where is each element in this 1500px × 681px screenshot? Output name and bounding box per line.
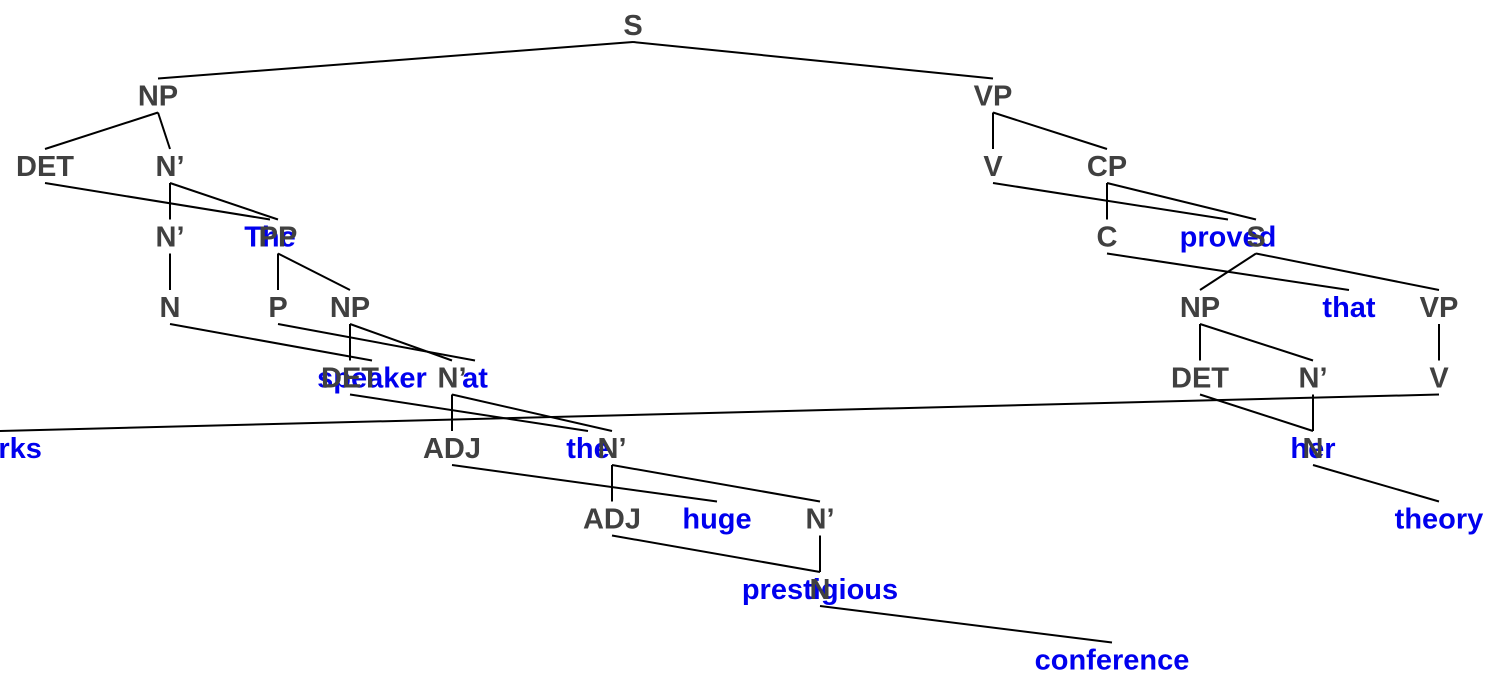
node-v: V <box>983 151 1003 183</box>
node-s: S <box>1246 222 1265 254</box>
word-her: her <box>1290 433 1335 465</box>
node-p: P <box>268 292 287 324</box>
node-s: S <box>623 10 642 42</box>
node-det: DET <box>16 151 74 183</box>
word-at: at <box>462 363 488 395</box>
tree-labels: SNPDETTheN’N’NspeakerPPPatNPDETtheN’ADJh… <box>0 10 1483 677</box>
node-n-bar: N’ <box>598 433 627 465</box>
node-n-bar: N’ <box>156 151 185 183</box>
tree-edge <box>1255 252 1440 291</box>
tree-edge <box>611 464 821 503</box>
word-the: The <box>244 222 296 254</box>
tree-edge <box>992 182 1229 221</box>
node-n-bar: N’ <box>806 504 835 536</box>
node-det: DET <box>1171 363 1229 395</box>
node-vp: VP <box>1420 292 1459 324</box>
node-pp: PP <box>259 222 298 254</box>
node-v: V <box>1429 363 1449 395</box>
node-adj: ADJ <box>583 504 641 536</box>
word-the: the <box>566 433 610 465</box>
word-that: that <box>1322 292 1376 324</box>
node-n: N <box>160 292 181 324</box>
node-n: N <box>810 574 831 606</box>
word-proved: proved <box>1180 222 1277 254</box>
tree-edge <box>157 41 634 80</box>
node-n-bar: N’ <box>156 222 185 254</box>
word-prestigious: prestigious <box>742 574 898 606</box>
node-c: C <box>1097 222 1118 254</box>
tree-edge <box>44 182 271 221</box>
tree-edge <box>349 323 453 362</box>
tree-edge <box>349 393 589 432</box>
node-n: N <box>1303 433 1324 465</box>
tree-edge <box>277 252 351 291</box>
node-np: NP <box>138 81 178 113</box>
word-conference: conference <box>1035 645 1190 677</box>
node-vp: VP <box>974 81 1013 113</box>
tree-edge <box>44 111 159 150</box>
tree-edges <box>0 41 1440 644</box>
tree-edge <box>157 112 171 150</box>
tree-edge <box>451 393 613 432</box>
tree-edge <box>611 534 821 573</box>
tree-edge <box>992 111 1108 150</box>
tree-edge <box>451 464 718 503</box>
tree-edge <box>632 41 994 80</box>
node-n-bar: N’ <box>438 363 467 395</box>
tree-edge <box>169 182 279 221</box>
word-theory: theory <box>1395 504 1484 536</box>
tree-edge <box>277 323 476 362</box>
tree-edge <box>1199 323 1314 362</box>
node-np: NP <box>1180 292 1220 324</box>
node-n-bar: N’ <box>1299 363 1328 395</box>
tree-edge <box>819 605 1113 644</box>
word-works: works <box>0 433 42 465</box>
tree-edge <box>169 323 373 362</box>
tree-edge <box>1312 464 1440 503</box>
tree-edge <box>1106 182 1257 221</box>
node-adj: ADJ <box>423 433 481 465</box>
tree-edge <box>1199 252 1257 291</box>
node-cp: CP <box>1087 151 1127 183</box>
word-huge: huge <box>682 504 751 536</box>
node-det: DET <box>321 363 379 395</box>
word-speaker: speaker <box>317 363 427 395</box>
node-np: NP <box>330 292 370 324</box>
tree-edge <box>0 393 1440 432</box>
